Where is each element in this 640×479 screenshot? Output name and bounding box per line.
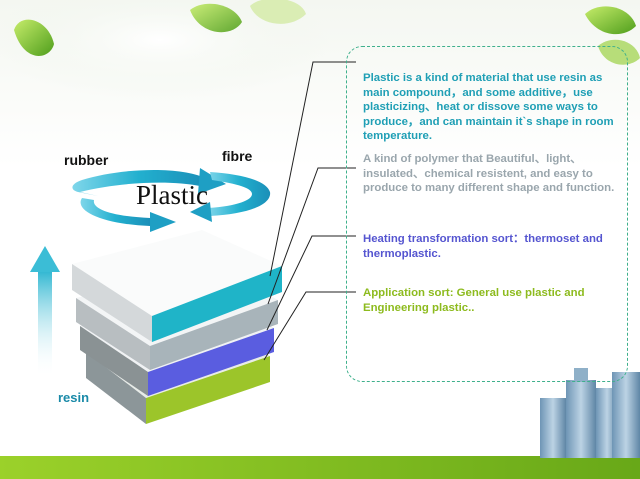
buildings-decoration <box>540 368 640 458</box>
description-definition: Plastic is a kind of material that use r… <box>363 72 614 143</box>
description-heating-sort: Heating transformation sort：thermoset an… <box>363 233 603 260</box>
callout-lines <box>263 61 356 361</box>
description-properties: A kind of polymer that Beautiful、light、i… <box>363 153 615 195</box>
layer-green <box>146 356 270 424</box>
conversion-arrows <box>72 168 271 232</box>
description-application-sort: Application sort: General use plastic an… <box>363 287 585 314</box>
description-box <box>346 46 628 382</box>
layer-stack <box>72 230 282 424</box>
ground-strip <box>0 456 640 479</box>
label-rubber: rubber <box>64 152 109 168</box>
layer-gray <box>150 300 278 370</box>
label-fibre: fibre <box>222 148 253 164</box>
upward-arrow <box>30 246 60 378</box>
label-plastic: Plastic <box>136 180 208 210</box>
background-glow <box>0 0 330 100</box>
label-resin: resin <box>58 390 90 405</box>
layer-blue <box>148 328 274 396</box>
layer-teal <box>152 266 282 342</box>
